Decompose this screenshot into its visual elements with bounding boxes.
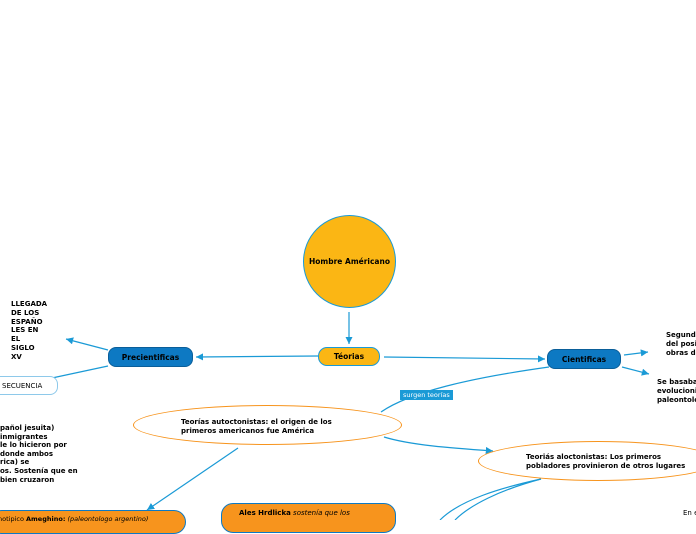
precientificas-node[interactable]: Precientificas: [108, 347, 193, 367]
autoctonistas-text: Teorías autoctonistas: el origen de los …: [181, 418, 332, 435]
link-teorias-precientificas: [195, 353, 319, 361]
autoctonistas-node[interactable]: Teorías autoctonistas: el origen de los …: [133, 405, 402, 445]
ales-rest: sostenía que los: [290, 509, 350, 517]
teorias-label: Téorias: [333, 352, 365, 361]
link-precientificas-secuencia: [51, 365, 109, 379]
link-teorias-aloctonistas: [383, 436, 494, 455]
secuencia-node[interactable]: SECUENCIA: [0, 376, 58, 395]
teorias-node[interactable]: Téorias: [318, 347, 380, 366]
aloctonistas-node[interactable]: Teoriás aloctonistas: Los primeros pobla…: [478, 441, 696, 481]
cientificas-node[interactable]: Cientificas: [547, 349, 621, 369]
ameghino-node[interactable]: enotipico Ameghino: (paleontologo argent…: [0, 510, 186, 534]
ameghino-prefix: enotipico: [0, 515, 24, 523]
link-autoctonistas-ameghino: [146, 447, 239, 511]
ales-hrdlicka-node[interactable]: Ales Hrdlicka sostenía que los: [221, 503, 396, 533]
ales-name: Ales Hrdlicka: [239, 509, 291, 517]
precientificas-label: Precientificas: [121, 352, 180, 362]
link-cientificas-sebasaba: [621, 366, 650, 376]
jesuita-text: pañol jesuita) inmigrantes le lo hiciero…: [0, 424, 78, 484]
segundo-text: Segund del posi obras de: [666, 331, 696, 357]
link-cientificas-segundo: [623, 349, 649, 357]
ameghino-name: Ameghino:: [26, 515, 66, 523]
link-cientificas-autoctonistas: [380, 366, 550, 413]
sebasaba-text: Se basaba evolucioni paleontolo: [657, 378, 696, 404]
link-aloctonistas-ales-2: [454, 478, 542, 520]
central-title: Hombre Américano: [309, 257, 390, 266]
secuencia-label: SECUENCIA: [2, 382, 43, 390]
connector-lines: [51, 312, 650, 520]
link-aloctonistas-ales: [439, 478, 542, 520]
surgen-teorias-label: surgen teorías: [400, 390, 453, 400]
ales-hrdlicka-text: Ales Hrdlicka sostenía que los: [239, 509, 350, 517]
ameghino-text: enotipico Ameghino: (paleontologo argent…: [0, 515, 148, 523]
aloctonistas-text: Teoriás aloctonistas: Los primeros pobla…: [526, 453, 686, 470]
ameghino-rest: (paleontologo argentino): [67, 515, 149, 523]
cientificas-label: Cientificas: [561, 354, 607, 364]
link-teorias-cientificas: [383, 355, 546, 363]
central-node[interactable]: Hombre Américano: [303, 215, 396, 308]
en-text: En e: [683, 509, 696, 517]
llegada-text: LLEGADA DE LOS ESPAÑO LES EN EL SIGLO XV: [11, 300, 48, 361]
link-precientificas-llegada: [65, 337, 109, 351]
